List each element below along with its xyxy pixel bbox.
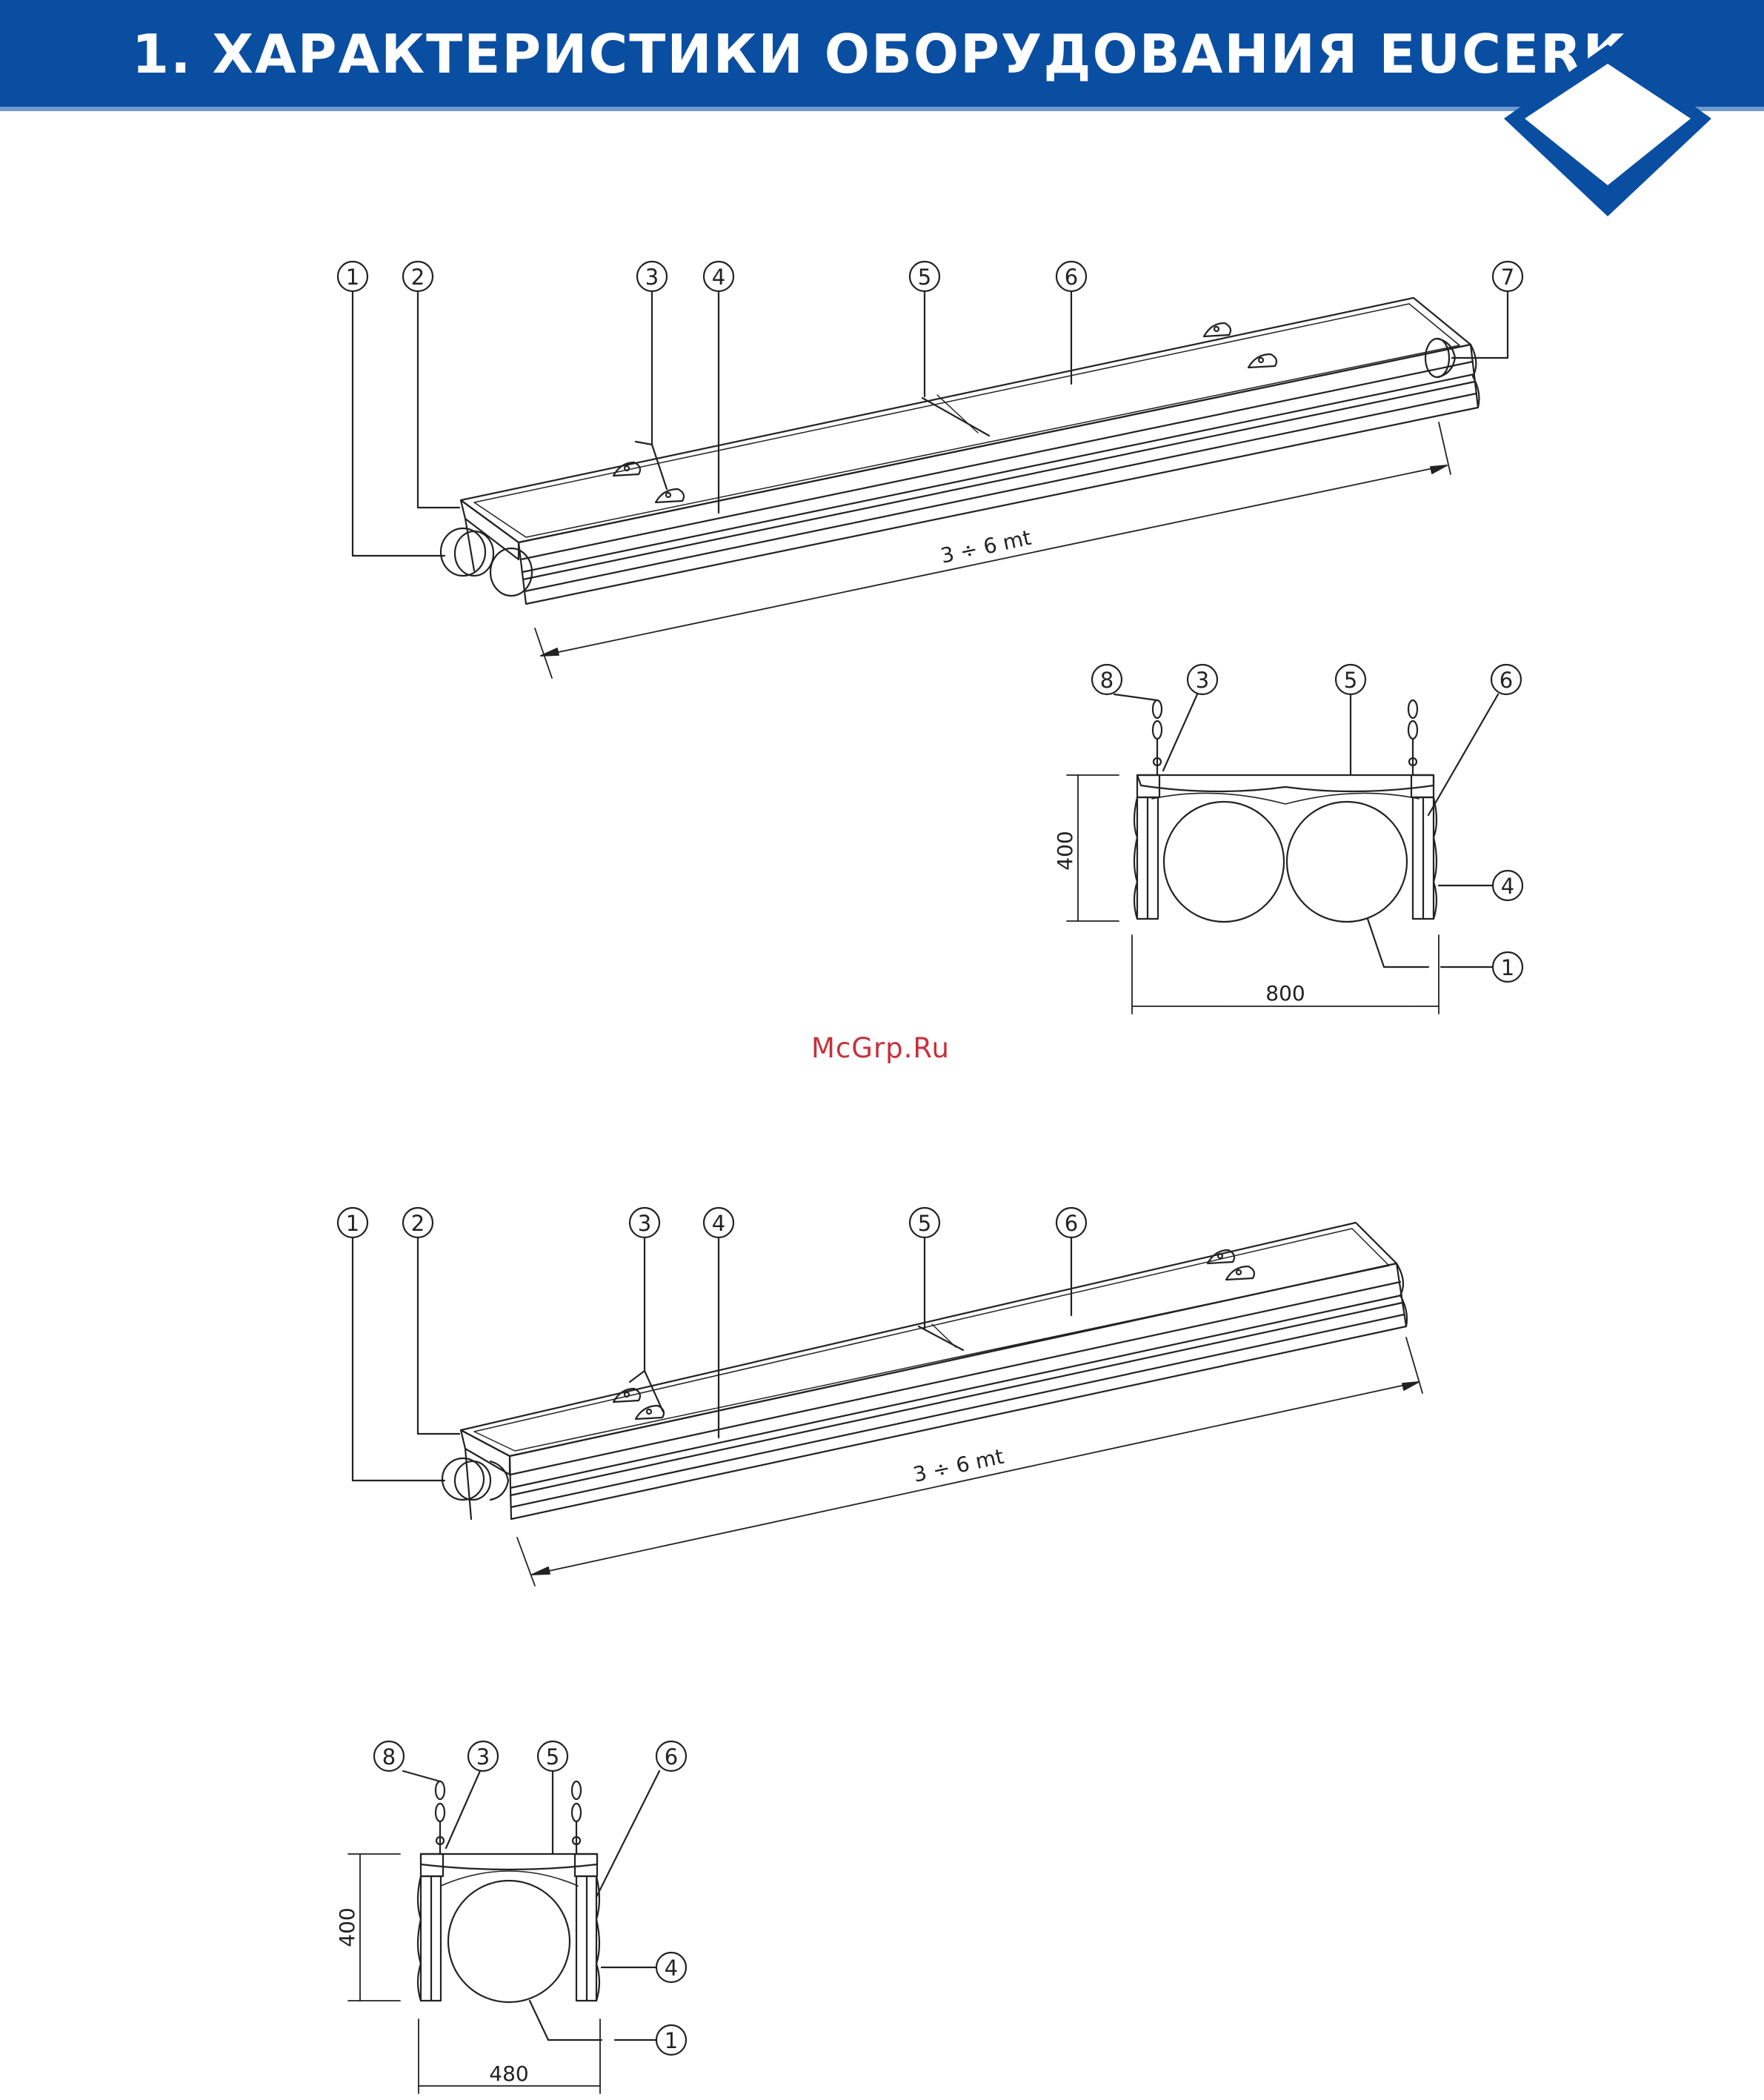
svg-text:1: 1 bbox=[1501, 955, 1514, 980]
callout-3: 3 bbox=[637, 262, 667, 291]
callout-3: 3 bbox=[630, 1208, 659, 1237]
callout-1: 1 bbox=[338, 1208, 367, 1237]
svg-text:5: 5 bbox=[546, 1744, 559, 1770]
isometric-view-double: 3 ÷ 6 mt bbox=[353, 291, 1508, 678]
watermark-text: McGrp.Ru bbox=[811, 1032, 950, 1064]
svg-text:5: 5 bbox=[918, 265, 931, 290]
callout-4: 4 bbox=[704, 1208, 733, 1237]
callout-5: 5 bbox=[1336, 665, 1365, 694]
section-cover bbox=[1137, 775, 1434, 791]
callout-2: 2 bbox=[403, 1208, 433, 1237]
pipe-right bbox=[1287, 802, 1407, 922]
svg-text:1: 1 bbox=[346, 265, 359, 290]
section-cover bbox=[421, 1854, 597, 1870]
svg-text:3: 3 bbox=[476, 1744, 490, 1770]
top-cover bbox=[461, 298, 1471, 542]
callout-4: 4 bbox=[656, 1953, 686, 1982]
callout-8: 8 bbox=[1092, 665, 1122, 694]
height-label: 400 bbox=[1053, 831, 1077, 870]
svg-text:4: 4 bbox=[1501, 874, 1514, 899]
top-cover bbox=[461, 1223, 1397, 1456]
callout-6: 6 bbox=[1491, 665, 1521, 694]
width-label: 800 bbox=[1265, 981, 1305, 1006]
svg-text:3: 3 bbox=[638, 1211, 651, 1236]
svg-text:6: 6 bbox=[1500, 668, 1513, 693]
svg-text:1: 1 bbox=[665, 2028, 678, 2053]
callout-6: 6 bbox=[656, 1741, 686, 1771]
svg-text:6: 6 bbox=[1065, 1211, 1078, 1236]
callout-2: 2 bbox=[403, 262, 433, 291]
svg-text:2: 2 bbox=[411, 265, 425, 290]
svg-text:8: 8 bbox=[1100, 668, 1114, 693]
width-label: 480 bbox=[489, 2061, 528, 2086]
length-label: 3 ÷ 6 mt bbox=[911, 1444, 1006, 1487]
svg-text:4: 4 bbox=[712, 265, 725, 290]
pipe-left bbox=[1164, 802, 1284, 922]
svg-text:6: 6 bbox=[665, 1744, 678, 1770]
callout-5: 5 bbox=[910, 262, 939, 291]
callouts-drawing-1: 1 2 3 4 5 6 7 bbox=[338, 262, 1522, 291]
svg-text:6: 6 bbox=[1065, 265, 1078, 290]
callouts-drawing-2: 1 2 3 4 5 6 bbox=[338, 1208, 1086, 1237]
pipe-stub bbox=[442, 1458, 508, 1500]
svg-text:3: 3 bbox=[645, 265, 659, 290]
svg-text:4: 4 bbox=[712, 1211, 725, 1236]
hanging-chains bbox=[436, 1781, 581, 1854]
hanging-lugs bbox=[613, 323, 1277, 502]
callout-6: 6 bbox=[1056, 1208, 1086, 1237]
section-dimensions bbox=[1067, 775, 1439, 1014]
height-label: 400 bbox=[335, 1907, 359, 1947]
callouts-section-1: 8 3 5 6 4 1 bbox=[1092, 665, 1522, 982]
callout-6: 6 bbox=[1056, 262, 1086, 291]
pipe bbox=[448, 1881, 570, 2002]
callout-5: 5 bbox=[538, 1741, 568, 1771]
svg-text:5: 5 bbox=[918, 1211, 931, 1236]
callout-7: 7 bbox=[1493, 262, 1522, 291]
callout-5: 5 bbox=[910, 1208, 939, 1237]
section-walls bbox=[418, 1854, 599, 2001]
section-dimensions bbox=[348, 1854, 600, 2093]
section-walls bbox=[1134, 775, 1437, 919]
cross-section-double: 400 800 bbox=[1053, 694, 1498, 1014]
cross-section-single: 400 480 bbox=[335, 1771, 659, 2093]
hanging-chains bbox=[1153, 700, 1417, 775]
callout-3: 3 bbox=[468, 1741, 498, 1771]
svg-text:4: 4 bbox=[665, 1956, 678, 1981]
svg-text:1: 1 bbox=[346, 1211, 359, 1236]
callout-4: 4 bbox=[704, 262, 733, 291]
callout-1: 1 bbox=[338, 262, 367, 291]
callout-1: 1 bbox=[1493, 952, 1522, 982]
callout-8: 8 bbox=[374, 1741, 404, 1771]
callout-4: 4 bbox=[1493, 871, 1522, 900]
isometric-view-single: 3 ÷ 6 mt bbox=[353, 1223, 1422, 1586]
callout-3: 3 bbox=[1188, 665, 1217, 694]
svg-text:3: 3 bbox=[1196, 668, 1209, 693]
callout-1: 1 bbox=[656, 2025, 686, 2055]
svg-text:8: 8 bbox=[382, 1744, 396, 1770]
svg-text:5: 5 bbox=[1344, 668, 1357, 693]
svg-text:2: 2 bbox=[411, 1211, 425, 1236]
svg-text:7: 7 bbox=[1501, 265, 1514, 290]
